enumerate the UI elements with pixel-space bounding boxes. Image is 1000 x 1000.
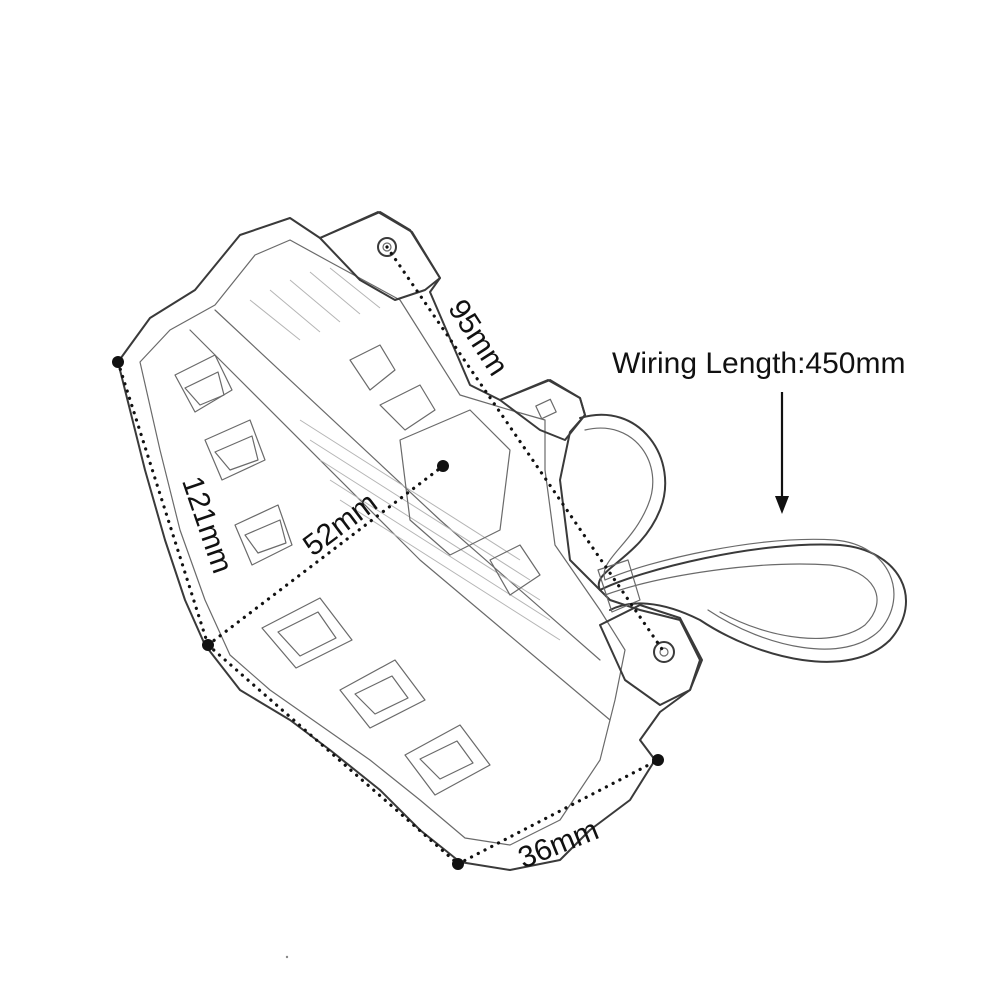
wiring-harness-outer [579,413,907,663]
mount-tab-top [319,211,441,301]
dimension-line-36-base [456,758,660,866]
side-bracket-slot [535,398,557,420]
led-cell [214,435,259,471]
mount-hole-top [377,237,397,257]
led-row-upper [174,354,293,566]
speck [285,955,289,959]
led-cell [204,419,266,481]
connector-clip-3 [489,544,541,596]
wiring-harness-inner [584,427,895,650]
dimension-line-36 [206,643,460,866]
lens-hatch [249,267,561,641]
led-cell [277,611,337,657]
mount-hole-right [653,641,675,663]
dimension-endpoint [652,754,664,766]
center-boss [399,409,511,556]
lens-ridge-1 [189,329,611,721]
led-cell [244,519,287,554]
lens-ridge-2 [214,309,601,661]
dimension-label-36: 36mm [514,813,604,875]
mount-hole-top-inner [382,242,392,252]
tail-light-drawing [117,211,907,871]
wiring-length-label: Wiring Length:450mm [612,347,905,380]
dimension-endpoint [452,858,464,870]
dimension-endpoint [112,356,124,368]
dimension-label-121: 121mm [175,472,239,577]
led-cell [404,724,491,796]
connector-clip-2 [379,384,436,431]
side-bracket [499,379,586,441]
dimension-endpoint [437,460,449,472]
dimension-line-95 [385,245,666,654]
dimension-36: 36mm [206,643,664,875]
dimension-121: 121mm [112,356,239,651]
led-cell [339,659,426,729]
dimension-label-95: 95mm [441,294,514,382]
led-cell [354,675,409,715]
led-cell [234,504,293,566]
wiring-annotation: Wiring Length:450mm [612,347,905,514]
led-row-lower [261,597,491,796]
housing-inner-rim [139,239,626,846]
mount-tab-right [599,604,703,706]
wire-grommet [597,559,641,613]
led-cell [261,597,353,669]
connector-clip-1 [349,344,396,391]
led-cell [184,371,225,406]
mount-hole-right-inner [659,647,669,657]
wiring-harness-strand [604,563,878,640]
led-cell [174,354,233,413]
dimension-label-52: 52mm [297,486,383,563]
arrow-down-icon [775,496,789,514]
led-cell [419,740,474,780]
